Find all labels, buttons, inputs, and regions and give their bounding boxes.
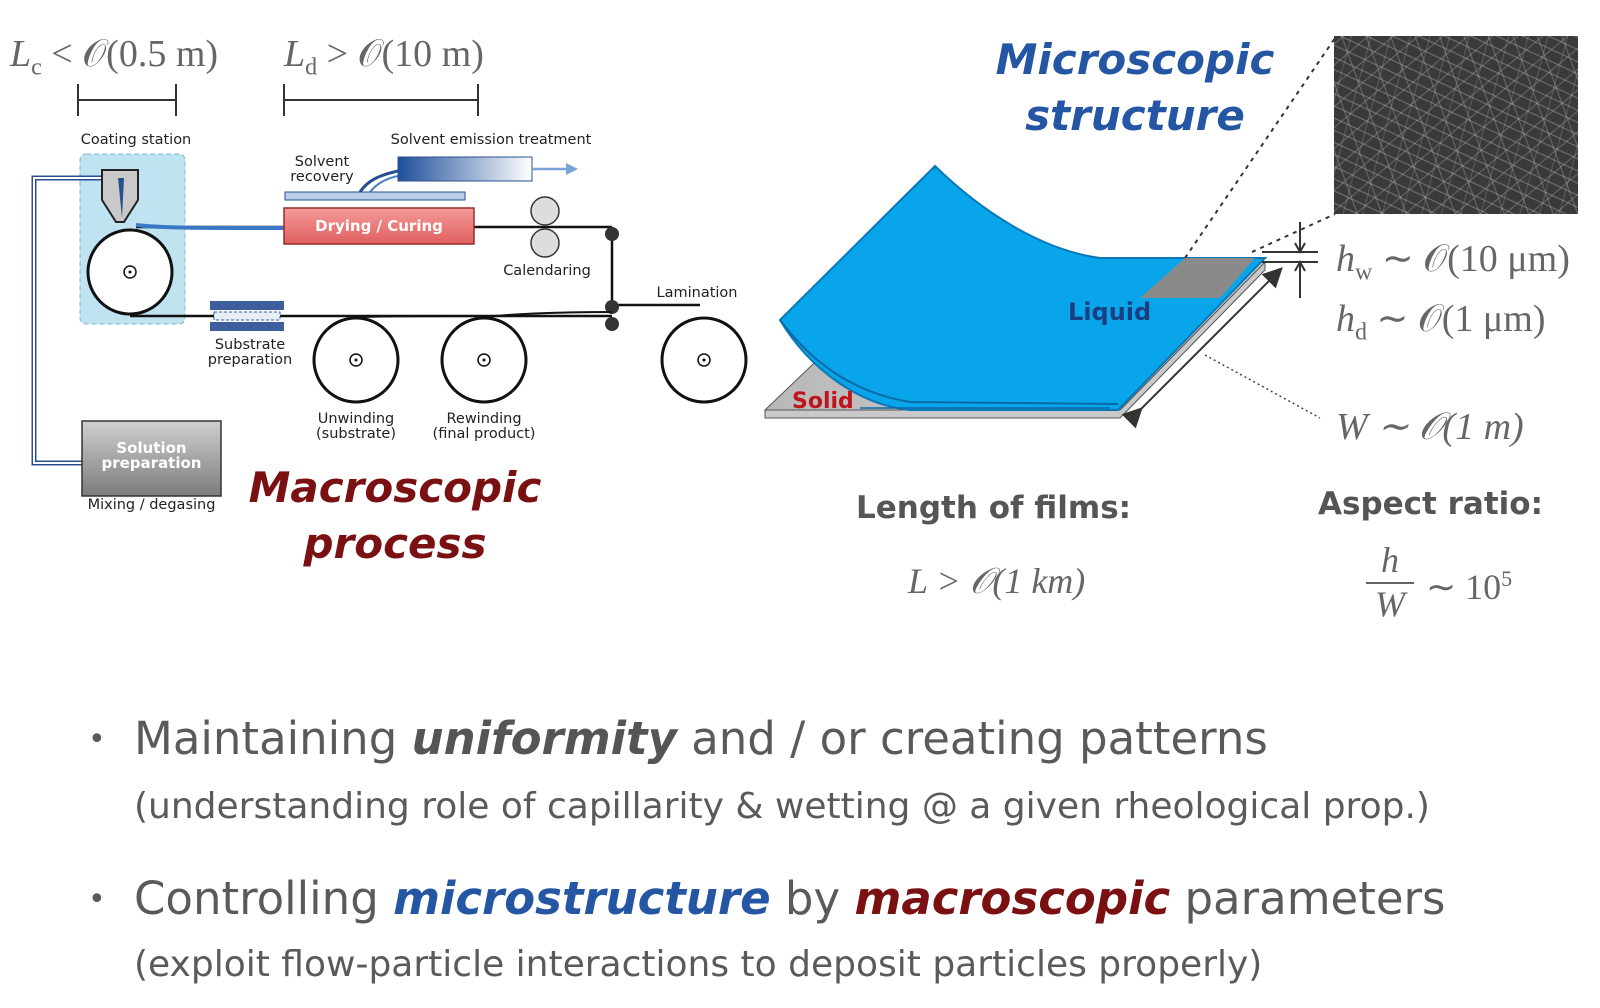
bullet-uniformity-detail: (understanding role of capillarity & wet… — [134, 786, 1430, 827]
bullet-microstructure-detail: (exploit flow-particle interactions to d… — [134, 944, 1263, 985]
mixing-degasing-label: Mixing / degasing — [87, 497, 216, 513]
ld-length-label: Ld > 𝒪(10 m) — [284, 33, 484, 81]
calendaring-roller-top-icon — [530, 196, 560, 226]
solvent-recovery-hood — [284, 191, 466, 201]
bullet-marker-2: • — [88, 882, 106, 917]
substrate-prep-unit — [210, 301, 284, 310]
drying-oven-box — [283, 207, 475, 245]
width-label: W ∼ 𝒪(1 m) — [1336, 406, 1524, 448]
aspect-ratio-value: ∼ 105 — [1426, 566, 1513, 607]
calendaring-label: Calendaring — [503, 263, 591, 279]
solution-prep-box — [81, 420, 222, 497]
bullet-uniformity: Maintaining uniformity and / or creating… — [134, 712, 1268, 765]
coating-station-label: Coating station — [80, 132, 192, 148]
lamination-nip-icon — [605, 227, 619, 241]
rewinding-label: Rewinding(final product) — [432, 411, 536, 442]
solvent-emission-box — [397, 156, 533, 182]
width-dimension-arrow — [1121, 267, 1283, 429]
aspect-ratio-fraction: h W — [1360, 540, 1420, 624]
bullet-marker-1: • — [88, 722, 106, 757]
bullet-microstructure: Controlling microstructure by macroscopi… — [134, 872, 1446, 925]
aspect-ratio-heading: Aspect ratio: — [1318, 486, 1543, 522]
calendaring-roller-bottom-icon — [530, 228, 560, 258]
hw-thickness-label: hw ∼ 𝒪(10 μm) — [1336, 238, 1570, 286]
liquid-label: Liquid — [1068, 298, 1152, 326]
lc-length-label: Lc < 𝒪(0.5 m) — [10, 33, 219, 81]
solid-label: Solid — [792, 389, 854, 414]
length-of-films-value: L > 𝒪(1 km) — [908, 561, 1086, 601]
solvent-emission-label: Solvent emission treatment — [390, 132, 592, 148]
unwinding-label: Unwinding(substrate) — [316, 411, 396, 442]
drying-curing-label: Drying / Curing — [315, 217, 443, 235]
thickness-marks — [1262, 222, 1318, 298]
hd-thickness-label: hd ∼ 𝒪(1 μm) — [1336, 298, 1546, 346]
lc-scale-bar — [77, 84, 177, 116]
sem-micrograph-image — [1334, 36, 1578, 214]
length-of-films-heading: Length of films: — [856, 490, 1132, 526]
ld-scale-bar — [283, 84, 479, 116]
lamination-label: Lamination — [656, 285, 738, 301]
